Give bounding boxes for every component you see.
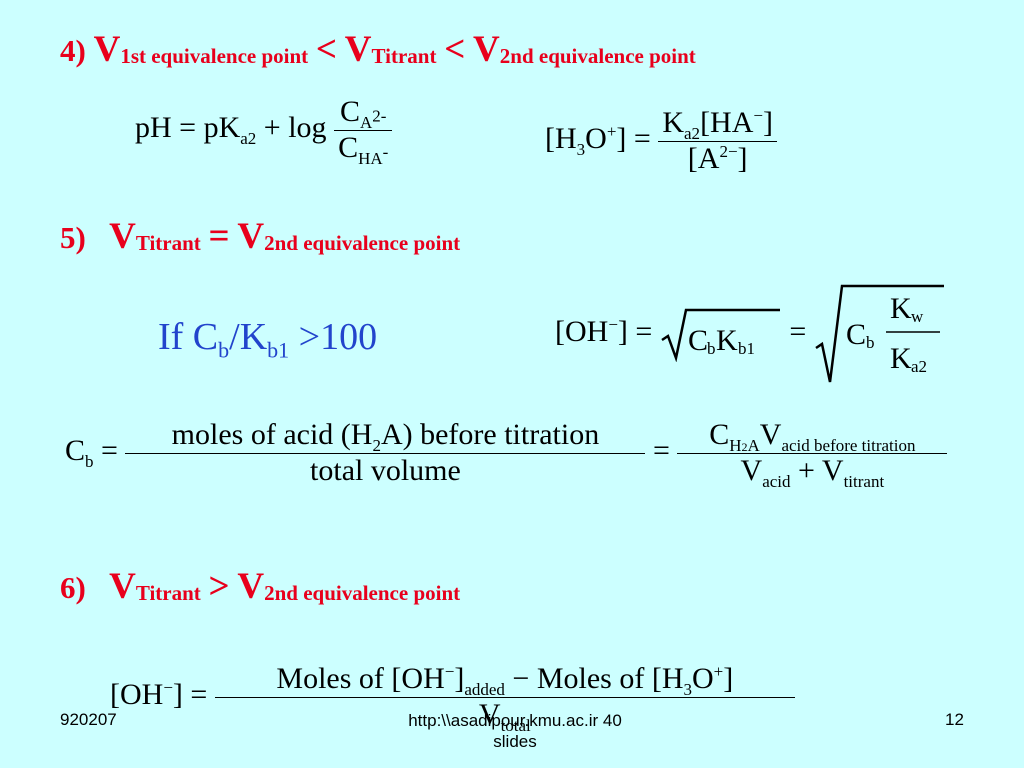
cb-equation: Cb = moles of acid (H2A) before titratio… (65, 418, 948, 490)
henderson-equation: pH = pKa2 + log CA2- CHA- (135, 95, 393, 167)
hydroxide-root-equation: [OH−] = C b K b1 = C b K w K a2 (555, 282, 946, 386)
square-root-2: C b K w K a2 (814, 282, 946, 386)
svg-text:a2: a2 (911, 357, 927, 376)
svg-text:C: C (846, 318, 866, 351)
slide-number: 12 (945, 710, 964, 729)
svg-text:K: K (890, 292, 912, 325)
square-root-1: C b K b1 (660, 306, 782, 362)
footer-date: 920207 (60, 710, 117, 729)
svg-text:b: b (707, 339, 716, 358)
svg-text:w: w (911, 307, 924, 326)
svg-text:C: C (688, 324, 708, 357)
svg-text:b: b (866, 333, 875, 352)
svg-text:b1: b1 (738, 339, 755, 358)
condition-text: If Cb/Kb1 >100 (158, 316, 378, 363)
section-6-heading: 6) VTitrant > V2nd equivalence point (60, 566, 461, 607)
svg-text:K: K (890, 342, 912, 375)
hydronium-equation: [H3O+] = Ka2[HA−] [A2−] (545, 106, 777, 176)
section-4-heading: 4) V1st equivalence point < VTitrant < V… (60, 29, 696, 70)
section-5-heading: 5) VTitrant = V2nd equivalence point (60, 216, 461, 257)
excess-hydroxide-equation: [OH−] = Moles of [OH−]added − Moles of [… (110, 662, 795, 734)
svg-text:K: K (716, 324, 738, 357)
footer-source: http:\\asadipour.kmu.ac.ir 40 slides (408, 711, 622, 752)
